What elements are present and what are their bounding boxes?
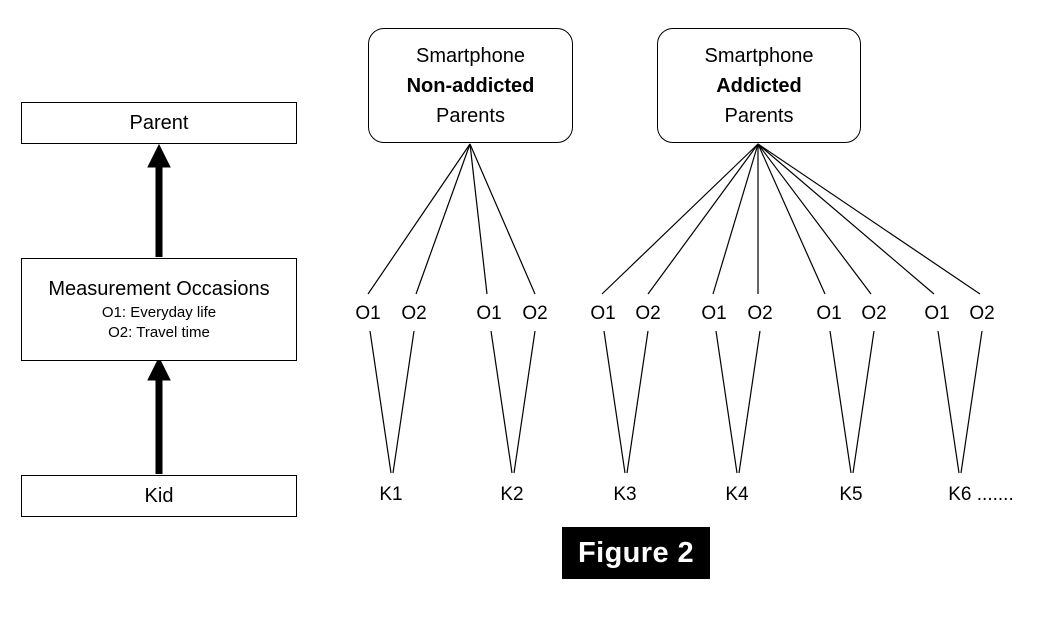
legend-box-parent: Parent xyxy=(21,102,297,144)
legend-arrow-kid-to-measurement xyxy=(147,356,171,474)
legend-measurement-title: Measurement Occasions xyxy=(48,277,270,300)
occasion-label: O2 xyxy=(969,303,995,324)
figure-caption: Figure 2 xyxy=(562,527,710,579)
group-addicted-line3: Parents xyxy=(724,104,794,127)
occasion-label: O2 xyxy=(747,303,773,324)
kid-label: K2 xyxy=(500,484,524,505)
group-box-non-addicted-parents: Smartphone Non-addicted Parents xyxy=(368,28,573,143)
group-box-addicted-parents: Smartphone Addicted Parents xyxy=(657,28,861,143)
group-addicted-line1: Smartphone xyxy=(704,44,814,67)
legend-occasion-o2: O2: Travel time xyxy=(108,323,210,341)
group-addicted-line2: Addicted xyxy=(716,74,802,97)
occasion-to-kid-links xyxy=(369,330,983,474)
legend-box-kid: Kid xyxy=(21,475,297,517)
legend-box-measurement-occasions: Measurement Occasions O1: Everyday life … xyxy=(21,258,297,361)
occasion-label: O1 xyxy=(476,303,502,324)
occasion-label: O1 xyxy=(590,303,616,324)
kid-label: K5 xyxy=(839,484,863,505)
occasion-label: O2 xyxy=(861,303,887,324)
legend-arrow-measurement-to-parent xyxy=(147,143,171,257)
group-non-addicted-line2: Non-addicted xyxy=(406,74,535,97)
occasion-label: O1 xyxy=(701,303,727,324)
legend-occasion-o1: O1: Everyday life xyxy=(101,303,217,321)
occasion-label: O1 xyxy=(924,303,950,324)
occasion-label: O1 xyxy=(816,303,842,324)
kid-label: K6 ....... xyxy=(948,484,1014,505)
legend-kid-label: Kid xyxy=(144,485,174,507)
legend-parent-label: Parent xyxy=(129,112,189,134)
kid-label: K1 xyxy=(379,484,403,505)
group-non-addicted-line1: Smartphone xyxy=(416,44,525,67)
fan-non-addicted xyxy=(367,143,536,295)
kid-label: K3 xyxy=(613,484,637,505)
occasion-label: O2 xyxy=(522,303,548,324)
group-non-addicted-line3: Parents xyxy=(436,104,505,127)
occasion-label: O2 xyxy=(401,303,427,324)
kid-label: K4 xyxy=(725,484,749,505)
occasion-label: O2 xyxy=(635,303,661,324)
occasion-label: O1 xyxy=(355,303,381,324)
fan-addicted xyxy=(601,143,981,295)
